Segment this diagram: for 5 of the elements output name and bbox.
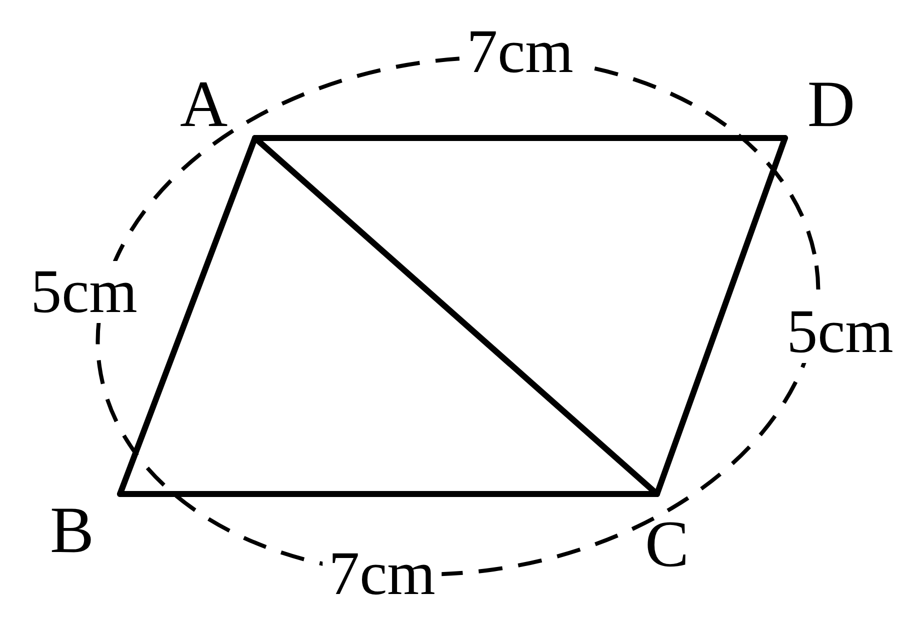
vertex-label: A bbox=[180, 72, 255, 138]
vertex-label: D bbox=[785, 72, 855, 138]
line-segment bbox=[654, 135, 788, 497]
vertex-label: C bbox=[632, 494, 702, 578]
vertex-label: B bbox=[50, 494, 120, 564]
